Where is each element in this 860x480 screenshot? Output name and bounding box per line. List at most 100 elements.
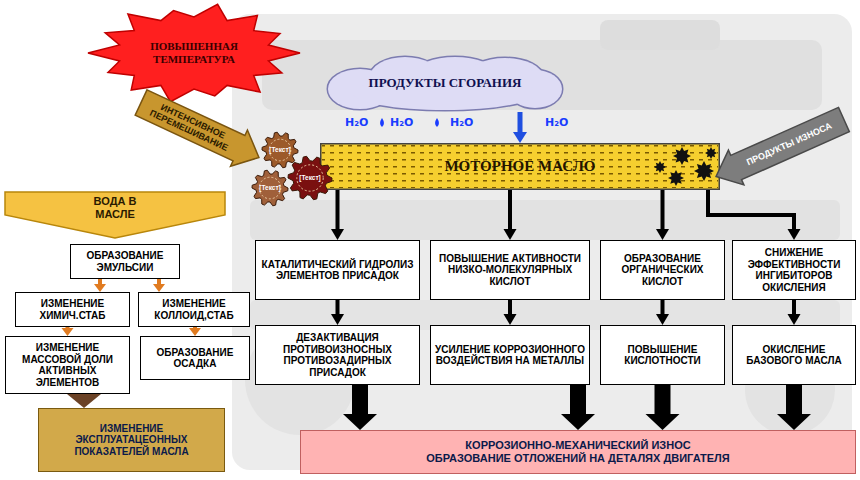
process-box: КАТАЛИТИЧЕСКИЙ ГИДРОЛИЗ ЭЛЕМЕНТОВ ПРИСАД… xyxy=(255,240,420,300)
gear-icon: [Текст] xyxy=(288,156,332,200)
connector-line xyxy=(570,385,586,415)
node-text: ИНТЕНСИВНОЕ ПЕРЕМЕШИВАНИЕ xyxy=(140,95,241,157)
process-box: СНИЖЕНИЕ ЭФФЕКТИВНОСТИ ИНГИБИТОРОВ ОКИСЛ… xyxy=(732,240,856,300)
node-text: ИЗМЕНЕНИЕ ХИМИЧ.СТАБ xyxy=(20,298,125,321)
arrow-head xyxy=(788,314,801,325)
node-text: ВОДА В МАСЛЕ xyxy=(73,195,157,220)
node-text: СНИЖЕНИЕ ЭФФЕКТИВНОСТИ ИНГИБИТОРОВ ОКИСЛ… xyxy=(737,247,851,293)
node-text: ПРОДУКТЫ ИЗНОСА xyxy=(736,116,843,171)
band-fill xyxy=(321,144,720,190)
water-label: H₂O xyxy=(545,116,568,129)
connector-line xyxy=(655,385,671,415)
cylinder-head xyxy=(262,40,822,110)
arrow-head xyxy=(504,229,517,240)
block-arrow: ИНТЕНСИВНОЕ ПЕРЕМЕШИВАНИЕ xyxy=(133,84,268,175)
process-box: ОКИСЛЕНИЕ БАЗОВОГО МАСЛА xyxy=(732,325,856,385)
node-text: [Текст] xyxy=(262,146,298,153)
water-drop xyxy=(435,118,439,127)
node-text: ПРОДУКТЫ СГОРАНИЯ xyxy=(345,76,545,91)
starburst: ПОВЫШЕННАЯ ТЕМПЕРАТУРА xyxy=(88,3,300,103)
connector xyxy=(646,385,680,430)
connector xyxy=(62,327,74,336)
connector xyxy=(777,385,811,430)
process-box: ОБРАЗОВАНИЕ ЭМУЛЬСИИ xyxy=(70,244,180,279)
process-box: ИЗМЕНЕНИЕ МАССОВОЙ ДОЛИ АКТИВНЫХ ЭЛЕМЕНТ… xyxy=(5,336,130,394)
process-box: ИЗМЕНЕНИЕ КОЛЛОИД,СТАБ xyxy=(138,292,250,327)
connector xyxy=(708,190,801,240)
node-text: ОБРАЗОВАНИЕ ОРГАНИЧЕСКИХ КИСЛОТ xyxy=(605,253,720,288)
node-text: ПОВЫШЕНИЕ АКТИВНОСТИ НИЗКО-МОЛЕКУЛЯРНЫХ … xyxy=(435,253,585,288)
connector xyxy=(67,394,101,408)
arrow-head xyxy=(513,132,527,143)
gear-icon: [Текст] xyxy=(262,132,298,168)
arrow-fill xyxy=(5,192,225,238)
node-text: ПОВЫШЕНИЕ КИСЛОТНОСТИ xyxy=(605,344,720,367)
node-text: ИЗМЕНЕНИЕ ЭКСПЛУАТАЦЕОННЫХ ПОКАЗАТЕЛЕЙ М… xyxy=(45,423,218,458)
connector-line xyxy=(508,190,512,230)
connector xyxy=(788,300,801,325)
arrow-fill xyxy=(133,84,268,175)
wear-particle xyxy=(694,161,714,181)
node-text: [Текст] xyxy=(252,184,288,191)
arrow-head xyxy=(331,229,344,240)
connector xyxy=(343,385,377,430)
connector xyxy=(331,300,344,325)
connector-line xyxy=(518,112,523,133)
connector xyxy=(656,190,669,240)
connector xyxy=(513,112,527,143)
node-text: ОБРАЗОВАНИЕ ОТЛОЖЕНИЙ НА ДЕТАЛЯХ ДВИГАТЕ… xyxy=(309,452,847,465)
arrow-head xyxy=(94,284,106,292)
arrow-head xyxy=(656,314,669,325)
connector-line xyxy=(786,385,802,415)
process-box: ПОВЫШЕНИЕ КИСЛОТНОСТИ xyxy=(600,325,725,385)
arrow-head xyxy=(62,328,74,336)
connector xyxy=(504,190,517,240)
node-text: ДЕЗАКТИВАЦИЯ ПРОТИВОИЗНОСНЫХ ПРОТИВОЗАДИ… xyxy=(260,332,415,378)
process-box: ДЕЗАКТИВАЦИЯ ПРОТИВОИЗНОСНЫХ ПРОТИВОЗАДИ… xyxy=(255,325,420,385)
cloud-shape: ПРОДУКТЫ СГОРАНИЯ xyxy=(325,55,565,112)
node-text: ОКИСЛЕНИЕ БАЗОВОГО МАСЛА xyxy=(737,344,851,367)
node-text: МОТОРНОЕ МАСЛО xyxy=(380,158,660,175)
connector xyxy=(153,279,165,292)
water-label: H₂O xyxy=(390,116,413,129)
arrow-head xyxy=(153,284,165,292)
gear-teeth xyxy=(262,132,298,168)
node-text: УСИЛЕНИЕ КОРРОЗИОННОГО ВОЗДЕЙСТВИЯ НА МЕ… xyxy=(435,344,585,367)
arrow-fill xyxy=(708,102,851,194)
wear-particle xyxy=(668,170,684,186)
arrow-head xyxy=(788,229,801,240)
wear-particle xyxy=(654,161,666,173)
connector-line xyxy=(708,190,794,230)
node-text: ПОВЫШЕННАЯ ТЕМПЕРАТУРА xyxy=(138,40,250,65)
arrow-head xyxy=(504,314,517,325)
gear-teeth xyxy=(288,156,332,199)
water-drop xyxy=(380,118,384,127)
node-text: ИЗМЕНЕНИЕ МАССОВОЙ ДОЛИ АКТИВНЫХ ЭЛЕМЕНТ… xyxy=(10,342,125,388)
oil-band: МОТОРНОЕ МАСЛО xyxy=(320,143,720,190)
arrow-head xyxy=(646,414,680,430)
arrow-head xyxy=(331,314,344,325)
process-box: ИЗМЕНЕНИЕ ХИМИЧ.СТАБ xyxy=(15,292,130,327)
manifold xyxy=(600,20,720,50)
connector xyxy=(561,385,595,430)
band-dots xyxy=(322,145,718,188)
gear-teeth xyxy=(252,170,288,206)
process-box: ПОВЫШЕНИЕ АКТИВНОСТИ НИЗКО-МОЛЕКУЛЯРНЫХ … xyxy=(430,240,590,300)
node-text: ОБРАЗОВАНИЕ ОСАДКА xyxy=(145,347,245,370)
connector-line xyxy=(336,190,340,230)
connector-line xyxy=(661,300,665,315)
wear-particle xyxy=(673,147,691,165)
connector xyxy=(94,279,106,292)
arrow-head xyxy=(656,229,669,240)
block-arrow: ПРОДУКТЫ ИЗНОСА xyxy=(708,102,851,194)
gear-icon: [Текст] xyxy=(252,170,288,206)
connector xyxy=(504,300,517,325)
wear-particle xyxy=(705,147,717,159)
connector-line xyxy=(508,300,512,315)
node-text: КАТАЛИТИЧЕСКИЙ ГИДРОЛИЗ ЭЛЕМЕНТОВ ПРИСАД… xyxy=(260,259,415,282)
water-label: H₂O xyxy=(345,116,368,129)
arrow-head xyxy=(561,414,595,430)
block-arrow: ВОДА В МАСЛЕ xyxy=(5,192,225,238)
arrow-head xyxy=(343,414,377,430)
